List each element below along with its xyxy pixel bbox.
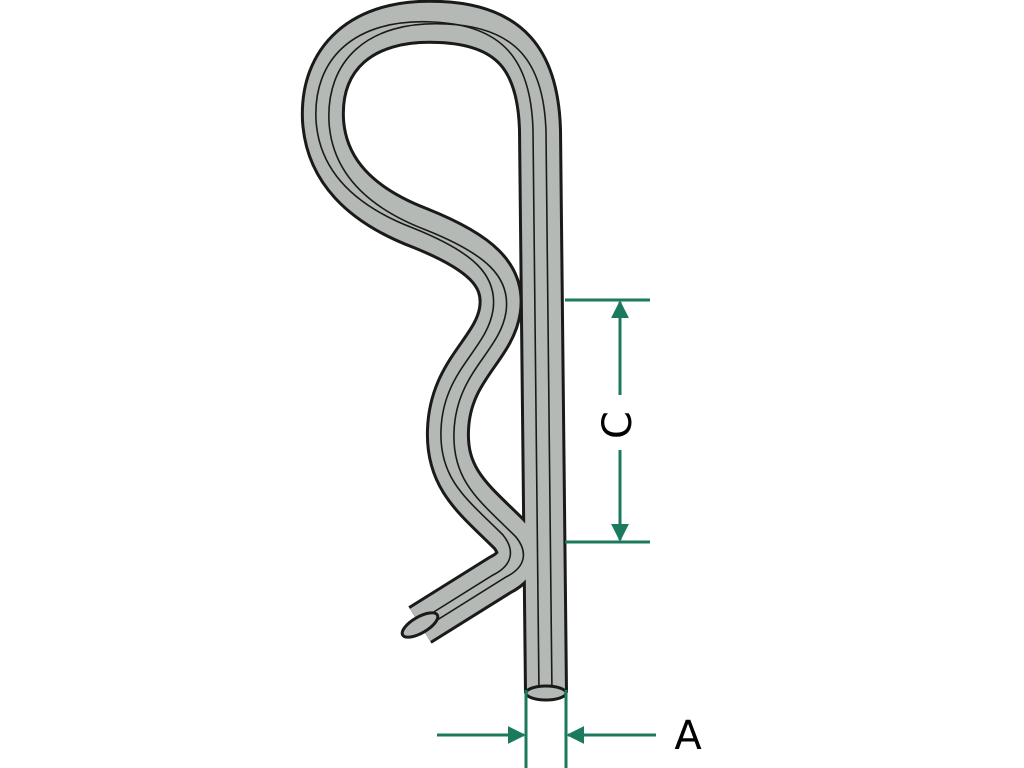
pin-end-cap bbox=[524, 684, 568, 702]
dim-c-label: C bbox=[595, 411, 641, 439]
wire-outline bbox=[300, 0, 568, 694]
dim-a-label: A bbox=[674, 713, 702, 759]
wire-shade-line-2 bbox=[328, 23, 553, 696]
dimension-a: A bbox=[437, 690, 702, 768]
clip-end-cap bbox=[400, 611, 440, 639]
wire-shade-line-1 bbox=[315, 21, 540, 694]
r-clip-pin bbox=[300, 0, 568, 702]
dimension-c: C bbox=[565, 298, 650, 544]
